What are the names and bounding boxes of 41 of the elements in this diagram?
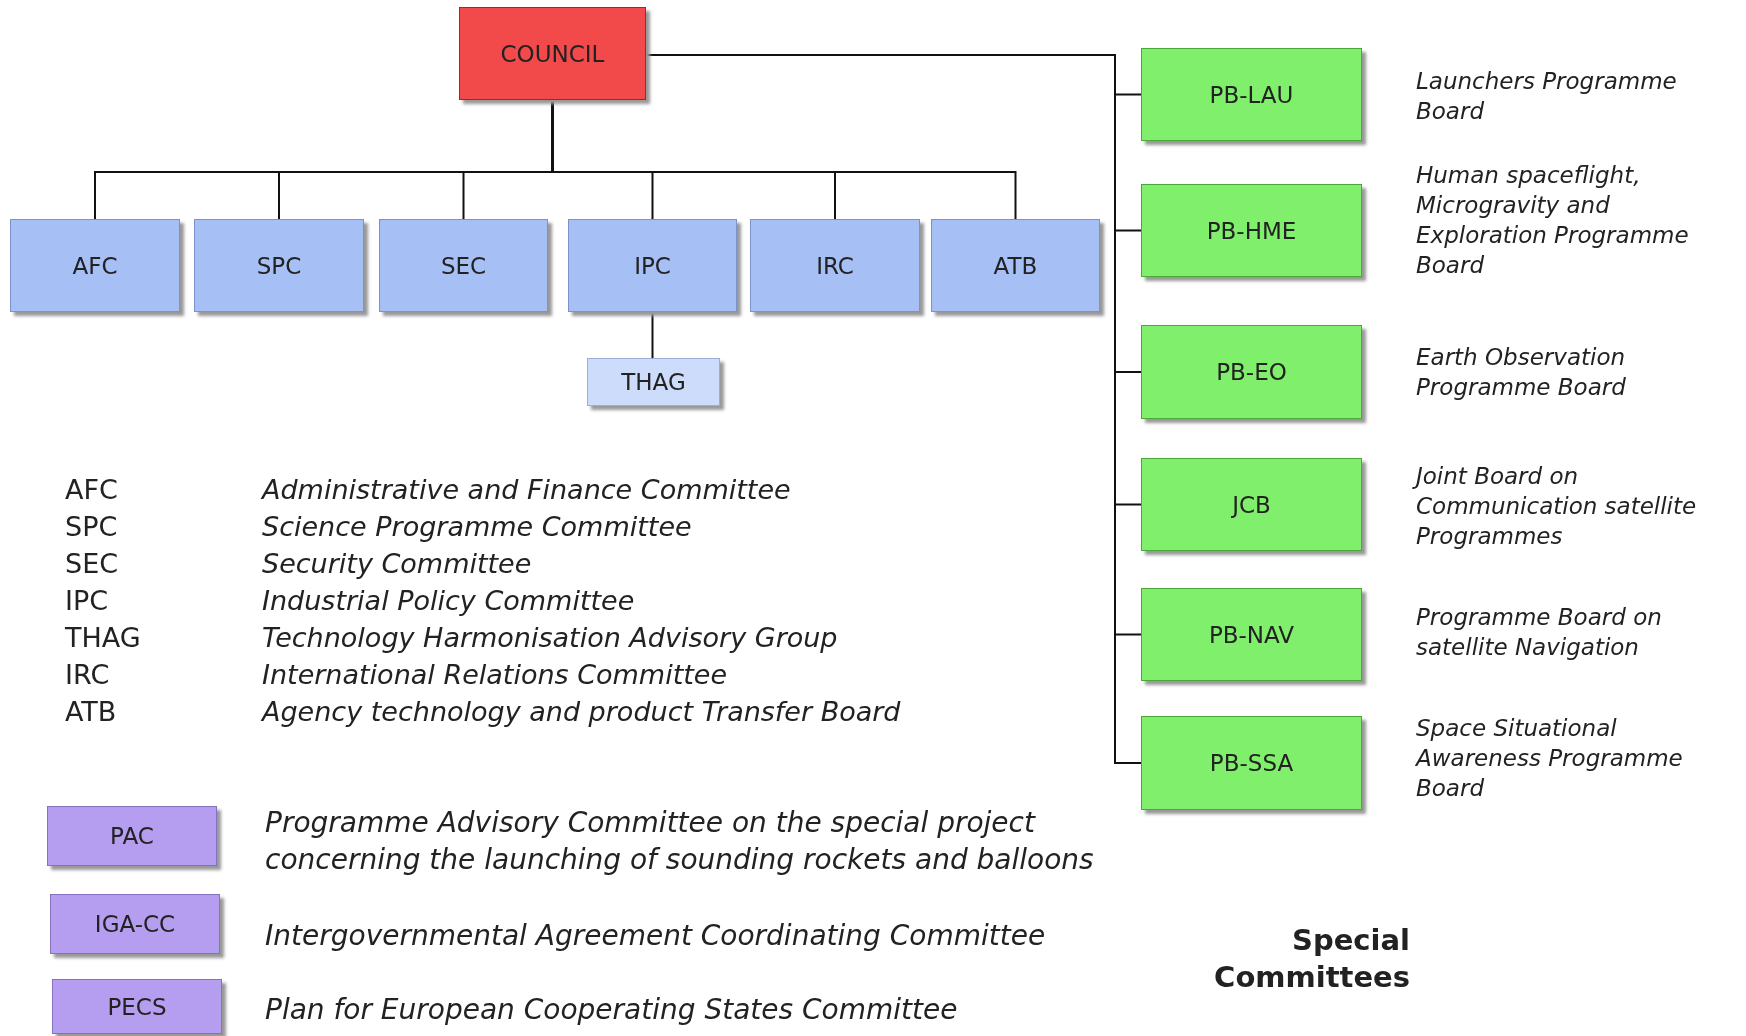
committee-description: Space Situational Awareness Programme Board (1416, 714, 1684, 803)
committee-box: PB-EO (1141, 325, 1362, 419)
committee-box: PB-SSA (1141, 716, 1362, 810)
abbreviation-meaning: Industrial Policy Committee (262, 585, 635, 616)
abbreviation-meaning: Agency technology and product Transfer Board (262, 696, 901, 727)
abbreviation-meaning: International Relations Committee (262, 659, 728, 690)
committee-box: AFC (10, 219, 180, 312)
committee-box: PB-LAU (1141, 48, 1362, 141)
committee-description: Intergovernmental Agreement Coordinating Committee (265, 918, 1047, 954)
section-heading: Special Committees (1213, 922, 1410, 996)
committee-box: PB-NAV (1141, 588, 1362, 681)
abbreviation-meaning: Administrative and Finance Committee (262, 474, 791, 505)
abbreviation-meaning: Security Committee (262, 548, 532, 579)
committee-box: IGA-CC (50, 894, 220, 954)
committee-box: THAG (587, 358, 720, 406)
committee-box: PB-HME (1141, 184, 1362, 277)
committee-box: IRC (750, 219, 920, 312)
committee-box: ATB (931, 219, 1100, 312)
committee-box: PECS (52, 979, 222, 1034)
committee-description: Programme Advisory Committee on the special project concerning the launching of sounding rockets and balloons (265, 805, 1095, 878)
committee-box: SEC (379, 219, 548, 312)
committee-box: PAC (47, 806, 217, 866)
abbreviation: AFC (65, 474, 118, 505)
abbreviation: IRC (65, 659, 110, 690)
abbreviation: IPC (65, 585, 109, 616)
abbreviation-meaning: Technology Harmonisation Advisory Group (262, 622, 838, 653)
abbreviation: SEC (65, 548, 119, 579)
committee-description: Earth Observation Programme Board (1416, 343, 1627, 402)
committee-description: Plan for European Cooperating States Committee (265, 992, 959, 1028)
abbreviation: ATB (65, 696, 117, 727)
committee-box: SPC (194, 219, 364, 312)
committee-box: IPC (568, 219, 737, 312)
committee-box: COUNCIL (459, 7, 646, 100)
committee-box: JCB (1141, 458, 1362, 551)
committee-description: Launchers Programme Board (1416, 67, 1678, 126)
committee-description: Human spaceflight, Microgravity and Exploration Programme Board (1416, 161, 1690, 280)
abbreviation: THAG (65, 622, 141, 653)
abbreviation: SPC (65, 511, 118, 542)
committee-description: Programme Board on satellite Navigation (1416, 603, 1663, 662)
connector-line (651, 311, 654, 359)
abbreviation-meaning: Science Programme Committee (262, 511, 692, 542)
